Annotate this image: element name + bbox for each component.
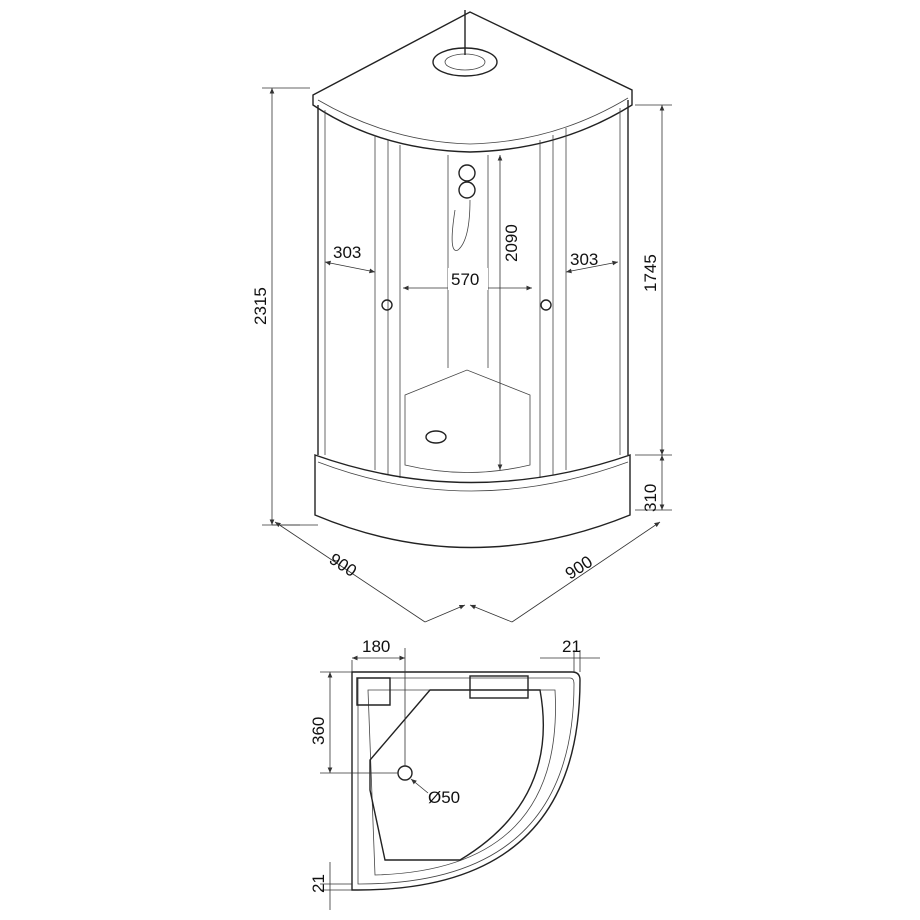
door-handle-left [381, 299, 393, 311]
plan-drain [397, 765, 413, 781]
cabin-plan [351, 671, 581, 891]
dim-depth-right: 900 [562, 552, 596, 583]
tray-basin [369, 689, 544, 861]
seat [469, 675, 529, 699]
plan-dimensions: 180 21 360 Ø50 21 [309, 637, 600, 910]
elevation-dimensions: 2315 2090 1745 310 303 570 303 900 900 [251, 87, 672, 623]
dim-door-opening: 570 [451, 270, 479, 289]
dim-right-panel: 303 [570, 250, 598, 269]
dim-door-height: 1745 [641, 254, 660, 292]
roof-cap [312, 11, 633, 153]
dim-depth-left: 900 [326, 549, 360, 580]
dim-tray-height: 310 [641, 484, 660, 512]
plan-outline [351, 671, 581, 891]
dim-frame-offset-top: 21 [562, 637, 581, 656]
shower-column [356, 677, 391, 706]
dim-drain-offset-x: 180 [362, 637, 390, 656]
dim-total-height: 2315 [251, 287, 270, 325]
dim-drain-offset-y: 360 [309, 717, 328, 745]
tray [314, 454, 631, 549]
cabin-elevation [312, 10, 633, 549]
dim-frame-offset-bottom: 21 [309, 874, 328, 893]
door-handle-right [540, 299, 552, 311]
drain [425, 430, 447, 444]
dim-drain-diameter: Ø50 [428, 788, 460, 807]
dim-left-panel: 303 [333, 243, 361, 262]
dim-inner-height: 2090 [502, 224, 521, 262]
